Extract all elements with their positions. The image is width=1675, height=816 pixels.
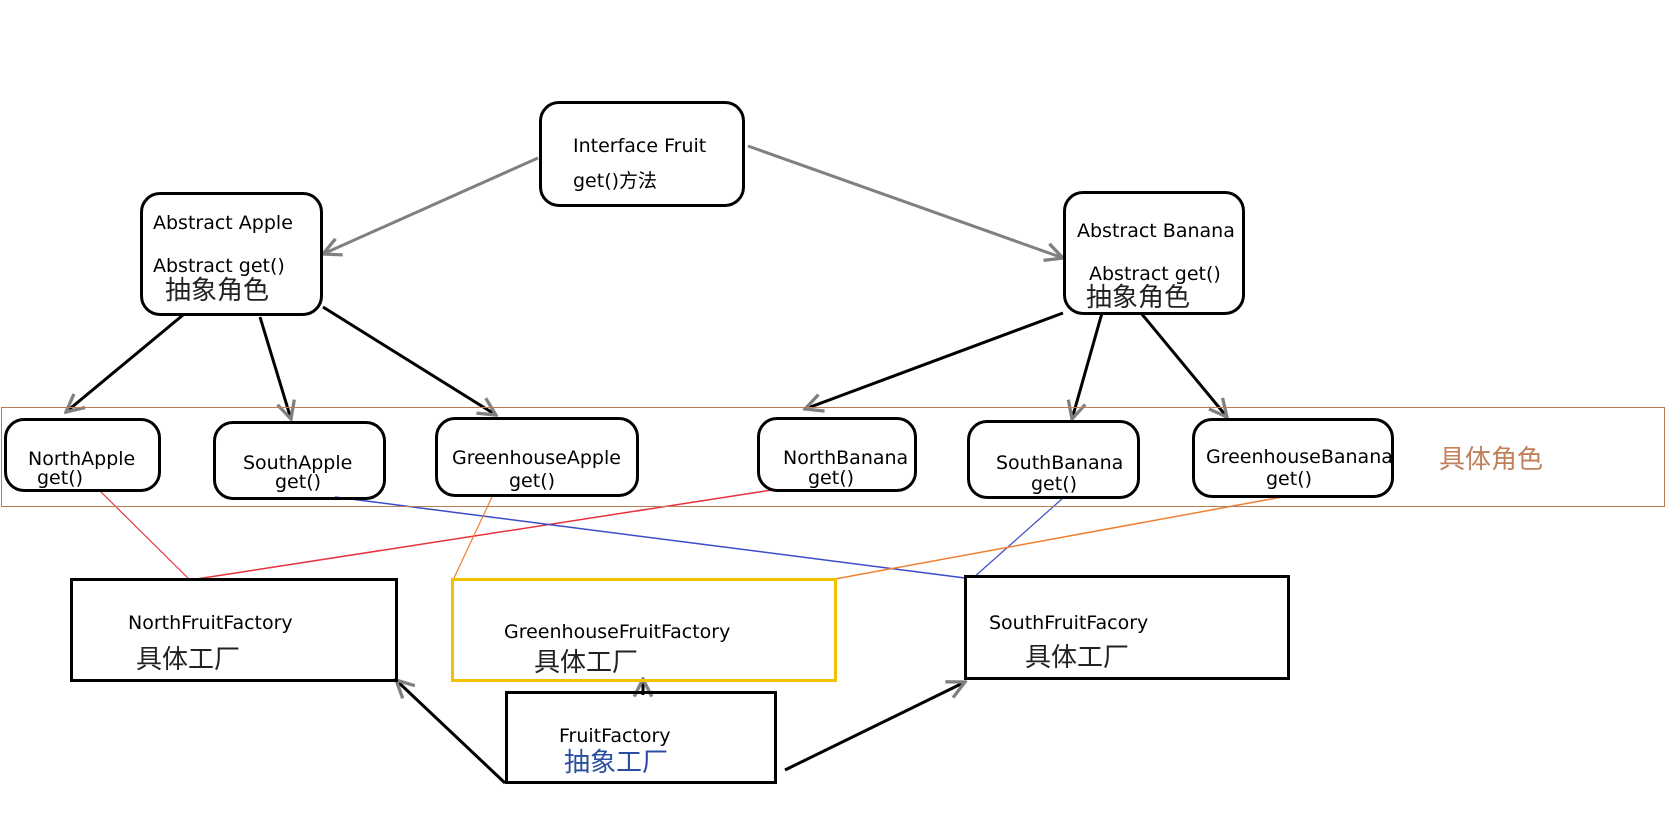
link-greenhouse-banana-to-greenhouse-factory (834, 496, 1283, 580)
edge-interface-to-abstract-banana (747, 144, 1063, 258)
interface-fruit-name: Interface Fruit (573, 135, 707, 157)
abstract-banana-node[interactable] (1063, 191, 1245, 315)
north-banana-node[interactable] (757, 417, 917, 492)
south-banana-node[interactable] (967, 420, 1140, 499)
link-north-apple-to-north-factory (99, 490, 191, 581)
north-factory-node[interactable] (70, 578, 398, 682)
interface-fruit-node[interactable] (539, 101, 745, 207)
abstract-banana-role: 抽象角色 (1086, 283, 1191, 313)
edge-abstract-banana-to-greenhouse-banana (1139, 312, 1227, 417)
north-banana-method: get() (808, 467, 855, 489)
interface-fruit-method: get()方法 (573, 170, 658, 192)
north-apple-name: NorthApple (28, 448, 136, 470)
abstract-apple-node[interactable] (140, 192, 323, 316)
north-factory-name: NorthFruitFactory (128, 612, 293, 634)
greenhouse-apple-method: get() (509, 470, 556, 492)
greenhouse-banana-name: GreenhouseBanana (1206, 446, 1393, 468)
fruit-factory-name: FruitFactory (559, 725, 671, 747)
abstract-apple-name: Abstract Apple (153, 212, 293, 234)
south-banana-name: SouthBanana (996, 452, 1124, 474)
edge-interface-to-abstract-apple (323, 156, 539, 254)
greenhouse-apple-name: GreenhouseApple (452, 447, 621, 469)
south-factory-name: SouthFruitFacory (989, 612, 1149, 634)
concrete-roles-band (1, 407, 1665, 507)
link-south-banana-to-south-factory (972, 497, 1064, 579)
south-banana-method: get() (1031, 473, 1078, 495)
south-factory-node[interactable] (964, 575, 1290, 680)
north-banana-name: NorthBanana (783, 447, 909, 469)
greenhouse-apple-node[interactable] (435, 417, 639, 497)
south-apple-name: SouthApple (243, 452, 353, 474)
north-apple-node[interactable] (4, 418, 161, 492)
link-south-apple-to-south-factory (334, 496, 966, 579)
edge-abstract-banana-to-north-banana (805, 311, 1064, 409)
north-apple-method: get() (37, 467, 84, 489)
greenhouse-banana-node[interactable] (1192, 418, 1394, 498)
south-factory-role: 具体工厂 (1025, 643, 1130, 673)
abstract-banana-method: Abstract get() (1089, 263, 1221, 285)
fruit-factory-role: 抽象工厂 (564, 748, 669, 778)
edge-abstract-apple-to-greenhouse-apple (322, 305, 496, 415)
greenhouse-banana-method: get() (1266, 468, 1313, 490)
fruit-factory-node[interactable] (505, 691, 777, 784)
north-factory-role: 具体工厂 (136, 645, 241, 675)
south-apple-node[interactable] (213, 421, 386, 500)
edge-fruit-factory-to-south-factory (784, 682, 965, 772)
link-north-banana-to-north-factory (189, 489, 773, 581)
greenhouse-factory-name: GreenhouseFruitFactory (504, 621, 731, 643)
link-greenhouse-apple-to-greenhouse-factory (453, 496, 493, 579)
south-apple-method: get() (275, 471, 322, 493)
edge-abstract-banana-to-south-banana (1072, 312, 1104, 419)
abstract-apple-method: Abstract get() (153, 255, 285, 277)
edge-abstract-apple-to-north-apple (66, 313, 184, 412)
greenhouse-factory-node[interactable] (451, 578, 837, 682)
edge-abstract-apple-to-south-apple (258, 316, 291, 419)
edge-fruit-factory-to-north-factory (396, 680, 507, 785)
abstract-banana-name: Abstract Banana (1077, 220, 1235, 242)
greenhouse-factory-role: 具体工厂 (534, 648, 639, 678)
abstract-apple-role: 抽象角色 (165, 276, 270, 306)
concrete-role-label: 具体角色 (1439, 445, 1544, 475)
